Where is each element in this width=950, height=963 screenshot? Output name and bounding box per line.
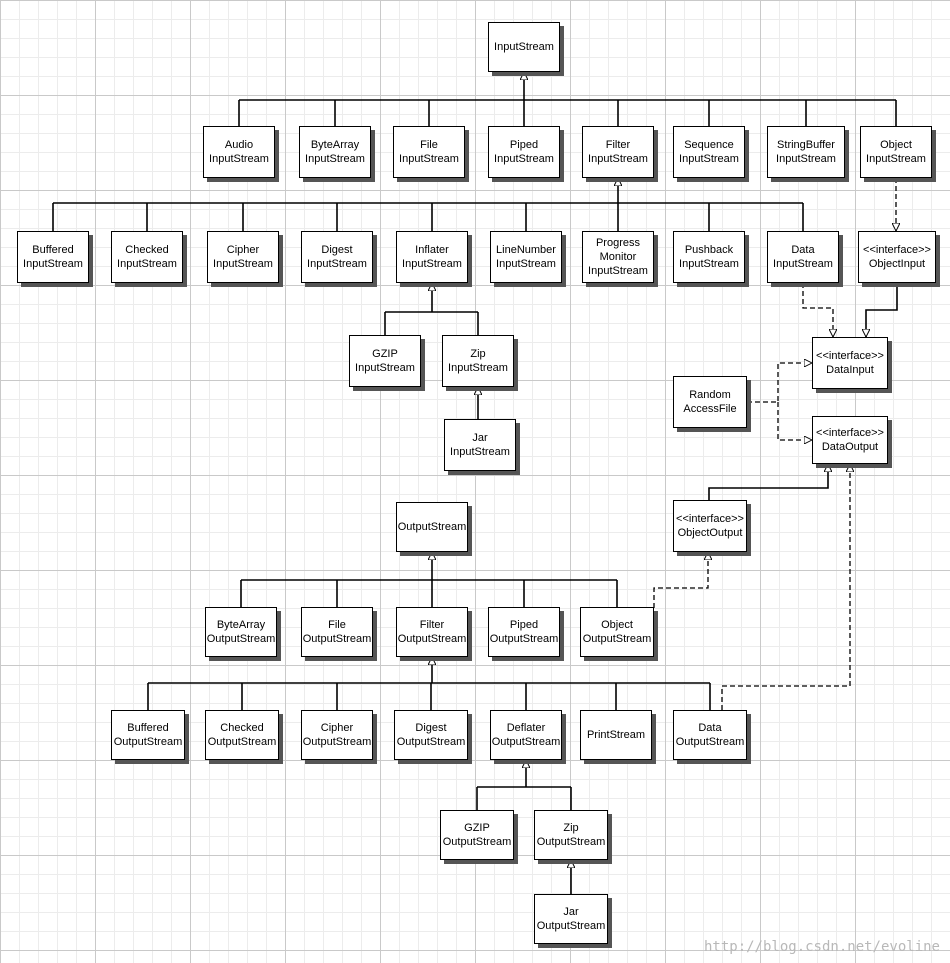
class-box-file-outputstream: File OutputStream [301, 607, 373, 657]
class-box-objectinput-interface: <<interface>> ObjectInput [858, 231, 936, 283]
class-box-randomaccessfile: Random AccessFile [673, 376, 747, 428]
class-box-buffered-inputstream: Buffered InputStream [17, 231, 89, 283]
class-box-datainput-interface: <<interface>> DataInput [812, 337, 888, 389]
extends-edge [866, 283, 898, 337]
class-box-cipher-inputstream: Cipher InputStream [207, 231, 279, 283]
class-box-data-outputstream: Data OutputStream [673, 710, 747, 760]
implements-edge [802, 283, 833, 337]
class-box-file-inputstream: File InputStream [393, 126, 465, 178]
class-box-piped-inputstream: Piped InputStream [488, 126, 560, 178]
class-box-dataoutput-interface: <<interface>> DataOutput [812, 416, 888, 464]
implements-edge [653, 552, 708, 632]
class-box-checked-inputstream: Checked InputStream [111, 231, 183, 283]
watermark: http://blog.csdn.net/evoline [703, 939, 940, 955]
class-box-stringbuffer-inputstream: StringBuffer InputStream [767, 126, 845, 178]
class-box-filter-outputstream: Filter OutputStream [396, 607, 468, 657]
class-box-sequence-inputstream: Sequence InputStream [673, 126, 745, 178]
class-box-data-inputstream: Data InputStream [767, 231, 839, 283]
class-box-objectoutput-interface: <<interface>> ObjectOutput [673, 500, 747, 552]
class-box-object-outputstream: Object OutputStream [580, 607, 654, 657]
class-box-inputstream: InputStream [488, 22, 560, 72]
class-box-inflater-inputstream: Inflater InputStream [396, 231, 468, 283]
class-box-digest-outputstream: Digest OutputStream [394, 710, 468, 760]
extends-edge [708, 464, 828, 500]
class-box-progressmonitor-inputstream: Progress Monitor InputStream [582, 231, 654, 283]
implements-edge [721, 464, 850, 710]
class-box-object-inputstream: Object InputStream [860, 126, 932, 178]
class-box-zip-outputstream: Zip OutputStream [534, 810, 608, 860]
implements-edge [777, 402, 812, 440]
class-box-bytearray-outputstream: ByteArray OutputStream [205, 607, 277, 657]
class-box-linenumber-inputstream: LineNumber InputStream [490, 231, 562, 283]
class-box-filter-inputstream: Filter InputStream [582, 126, 654, 178]
class-box-zip-inputstream: Zip InputStream [442, 335, 514, 387]
implements-edge [747, 363, 812, 403]
class-box-audio-inputstream: Audio InputStream [203, 126, 275, 178]
class-box-buffered-outputstream: Buffered OutputStream [111, 710, 185, 760]
class-box-bytearray-inputstream: ByteArray InputStream [299, 126, 371, 178]
class-box-gzip-inputstream: GZIP InputStream [349, 335, 421, 387]
class-box-piped-outputstream: Piped OutputStream [488, 607, 560, 657]
class-box-checked-outputstream: Checked OutputStream [205, 710, 279, 760]
class-box-pushback-inputstream: Pushback InputStream [673, 231, 745, 283]
class-box-printstream: PrintStream [580, 710, 652, 760]
class-box-outputstream: OutputStream [396, 502, 468, 552]
edges-layer [52, 72, 898, 894]
class-box-gzip-outputstream: GZIP OutputStream [440, 810, 514, 860]
class-box-deflater-outputstream: Deflater OutputStream [490, 710, 562, 760]
class-box-jar-outputstream: Jar OutputStream [534, 894, 608, 944]
class-box-cipher-outputstream: Cipher OutputStream [301, 710, 373, 760]
class-box-digest-inputstream: Digest InputStream [301, 231, 373, 283]
class-box-jar-inputstream: Jar InputStream [444, 419, 516, 471]
